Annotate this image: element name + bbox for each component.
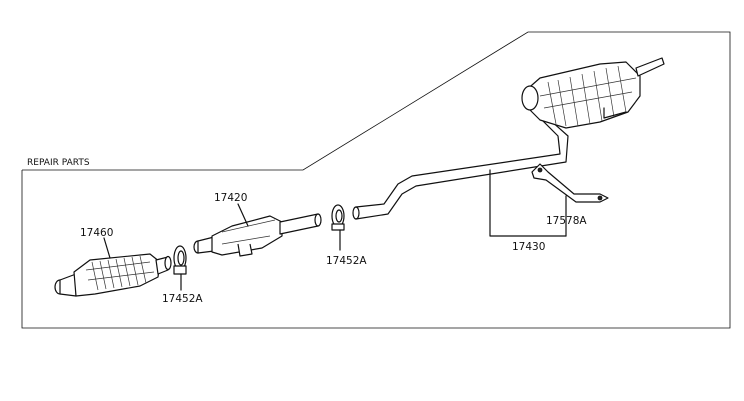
callout-17578a: 17578A bbox=[546, 215, 587, 227]
front-gasket bbox=[173, 245, 187, 275]
tail-pipe-assembly bbox=[352, 57, 665, 220]
section-label-repair-parts: REPAIR PARTS bbox=[27, 158, 90, 168]
callout-17420: 17420 bbox=[214, 192, 247, 204]
leader-17460 bbox=[103, 237, 111, 259]
rear-gasket bbox=[331, 204, 345, 231]
callout-17460: 17460 bbox=[80, 227, 113, 239]
repair-parts-frame bbox=[21, 31, 731, 329]
leader-17420 bbox=[237, 203, 249, 227]
callout-17430: 17430 bbox=[512, 241, 545, 253]
support-bracket bbox=[531, 163, 609, 203]
front-pipe bbox=[193, 213, 322, 257]
callout-17452a-rear: 17452A bbox=[326, 255, 367, 267]
callout-17452a-front: 17452A bbox=[162, 293, 203, 305]
catalytic-converter bbox=[54, 253, 172, 297]
leader-17430 bbox=[489, 169, 567, 237]
